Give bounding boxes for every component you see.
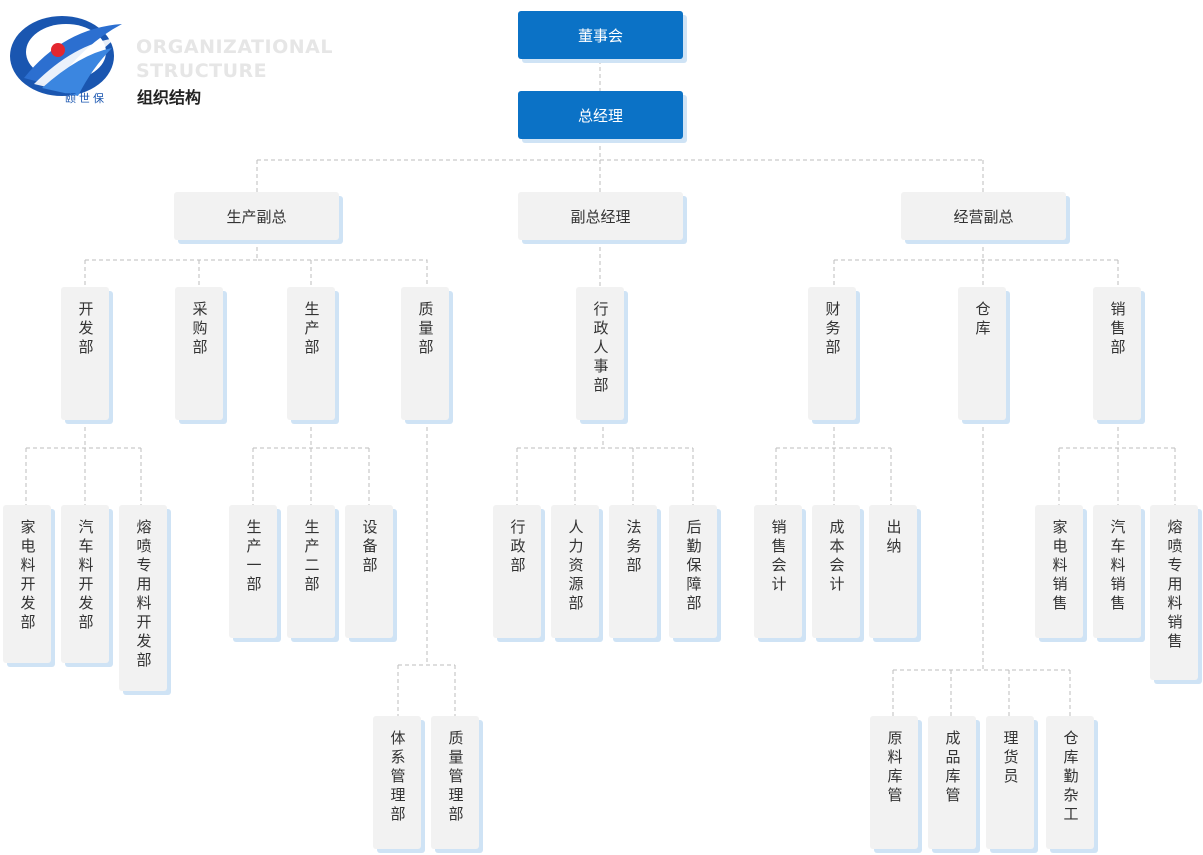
node-prod-equipment: 设备部	[345, 505, 393, 638]
node-cashier: 出纳	[869, 505, 917, 638]
node-vp-business: 经营副总	[901, 192, 1066, 240]
node-raw-keeper: 原料库管	[870, 716, 918, 849]
node-dept-admin-hr: 行政人事部	[576, 287, 624, 420]
node-vp-production: 生产副总	[174, 192, 339, 240]
node-prod-two: 生产二部	[287, 505, 335, 638]
node-dept-quality: 质量部	[401, 287, 449, 420]
node-logistics: 后勤保障部	[669, 505, 717, 638]
node-dev-appliance: 家电料开发部	[3, 505, 51, 663]
node-legal: 法务部	[609, 505, 657, 638]
node-sales-accounting: 销售会计	[754, 505, 802, 638]
node-sales-spray: 熔喷专用料销售	[1150, 505, 1198, 680]
node-dept-purchase: 采购部	[175, 287, 223, 420]
node-sales-auto: 汽车料销售	[1093, 505, 1141, 638]
node-admin: 行政部	[493, 505, 541, 638]
node-dept-production: 生产部	[287, 287, 335, 420]
node-dept-finance: 财务部	[808, 287, 856, 420]
brand-title-en-line2: STRUCTURE	[136, 60, 268, 82]
node-general-manager: 总经理	[518, 91, 683, 139]
node-dept-sales: 销售部	[1093, 287, 1141, 420]
node-hr: 人力资源部	[551, 505, 599, 638]
brand-small-text: 颐世保	[65, 92, 107, 105]
node-product-keeper: 成品库管	[928, 716, 976, 849]
node-vp-deputy: 副总经理	[518, 192, 683, 240]
node-prod-one: 生产一部	[229, 505, 277, 638]
node-dev-auto: 汽车料开发部	[61, 505, 109, 663]
node-quality-mgmt: 质量管理部	[431, 716, 479, 849]
brand-title-en-line1: ORGANIZATIONAL	[136, 36, 333, 58]
node-dev-spray: 熔喷专用料开发部	[119, 505, 167, 691]
node-stock-clerk: 理货员	[986, 716, 1034, 849]
brand-title-cn: 组织结构	[137, 88, 202, 107]
node-cost-accounting: 成本会计	[812, 505, 860, 638]
company-logo	[4, 8, 129, 112]
node-dept-dev: 开发部	[61, 287, 109, 420]
node-warehouse-worker: 仓库勤杂工	[1046, 716, 1094, 849]
node-board: 董事会	[518, 11, 683, 59]
node-quality-system: 体系管理部	[373, 716, 421, 849]
node-sales-appliance: 家电料销售	[1035, 505, 1083, 638]
node-dept-warehouse: 仓库	[958, 287, 1006, 420]
